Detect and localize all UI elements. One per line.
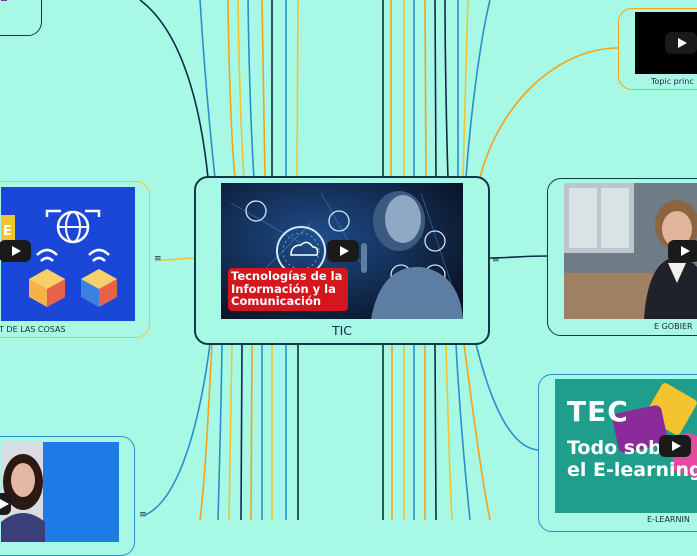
node-topleft[interactable] — [0, 0, 42, 36]
node-egov[interactable]: E GOBIER — [547, 178, 697, 336]
node-topleft-thumbnail — [1, 0, 7, 1]
banner-line-2: Información y la — [231, 281, 336, 296]
play-icon[interactable] — [327, 240, 359, 262]
drag-handle-icon[interactable]: ≡ — [139, 510, 147, 520]
play-icon[interactable] — [0, 240, 31, 262]
banner-line-3: Comunicación — [231, 294, 322, 308]
node-topic[interactable]: Topic princ — [618, 8, 697, 90]
node-iot[interactable]: E T DE LAS COSAS — [0, 181, 150, 338]
node-person-thumbnail — [1, 442, 119, 542]
node-egov-caption: E GOBIER — [654, 322, 693, 331]
node-egov-thumbnail — [564, 183, 697, 319]
center-node-banner: Tecnologías de la Información y la Comun… — [228, 268, 349, 311]
node-iot-caption: T DE LAS COSAS — [0, 325, 66, 334]
branch-lines — [139, 0, 619, 520]
play-icon[interactable] — [668, 240, 697, 262]
banner-line-1: Tecnologías de la — [231, 269, 343, 283]
node-iot-thumbnail: E — [1, 187, 135, 321]
node-elearning[interactable]: TEC Todo sob el E-learning E-LEARNIN — [538, 374, 697, 532]
svg-text:E: E — [3, 224, 12, 239]
elearning-line-1: Todo sob — [567, 437, 662, 459]
drag-handle-icon[interactable]: ≡ — [492, 255, 500, 265]
drag-handle-icon[interactable]: ≡ — [154, 254, 162, 264]
play-icon[interactable] — [665, 32, 697, 54]
egov-photo — [564, 183, 697, 319]
node-topic-caption: Topic princ — [651, 77, 694, 86]
node-person[interactable] — [0, 436, 135, 556]
play-icon[interactable] — [0, 493, 11, 515]
play-icon[interactable] — [659, 435, 691, 457]
center-node-title: TIC — [331, 323, 353, 338]
person-photo — [1, 442, 45, 542]
iot-illustration: E — [1, 209, 117, 307]
elearning-logo: TEC — [567, 395, 629, 428]
elearning-line-2: el E-learning — [567, 459, 697, 481]
center-node[interactable]: Tecnologías de la Información y la Comun… — [194, 176, 490, 345]
mindmap-canvas — [139, 0, 619, 520]
